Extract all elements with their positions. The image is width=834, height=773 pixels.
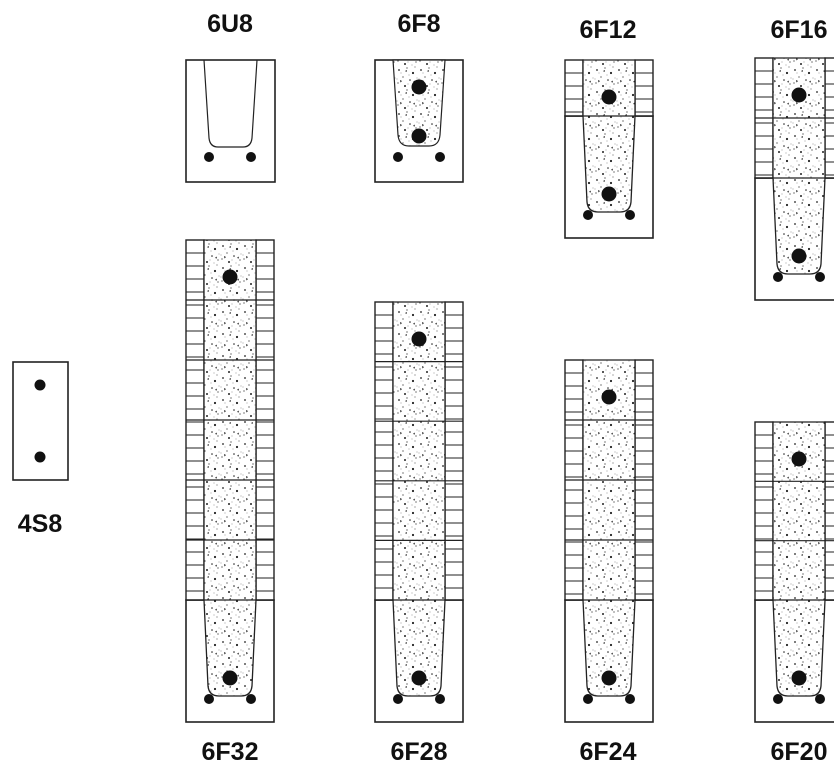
block-6f8	[374, 59, 464, 183]
block-6f16	[754, 57, 834, 301]
label-6f32: 6F32	[202, 738, 259, 766]
block-6f12	[564, 59, 654, 239]
label-6f16: 6F16	[771, 16, 828, 44]
block-6f28	[374, 301, 464, 723]
block-6f32	[185, 239, 275, 723]
label-6f8: 6F8	[397, 10, 440, 38]
label-6u8: 6U8	[207, 10, 253, 38]
block-6f20	[754, 421, 834, 723]
block-6f24	[564, 359, 654, 723]
label-6f28: 6F28	[391, 738, 448, 766]
block-6u8	[185, 59, 276, 183]
block-4s8	[12, 361, 69, 481]
label-4s8: 4S8	[18, 510, 63, 538]
label-6f12: 6F12	[580, 16, 637, 44]
label-6f24: 6F24	[580, 738, 637, 766]
label-6f20: 6F20	[771, 738, 828, 766]
